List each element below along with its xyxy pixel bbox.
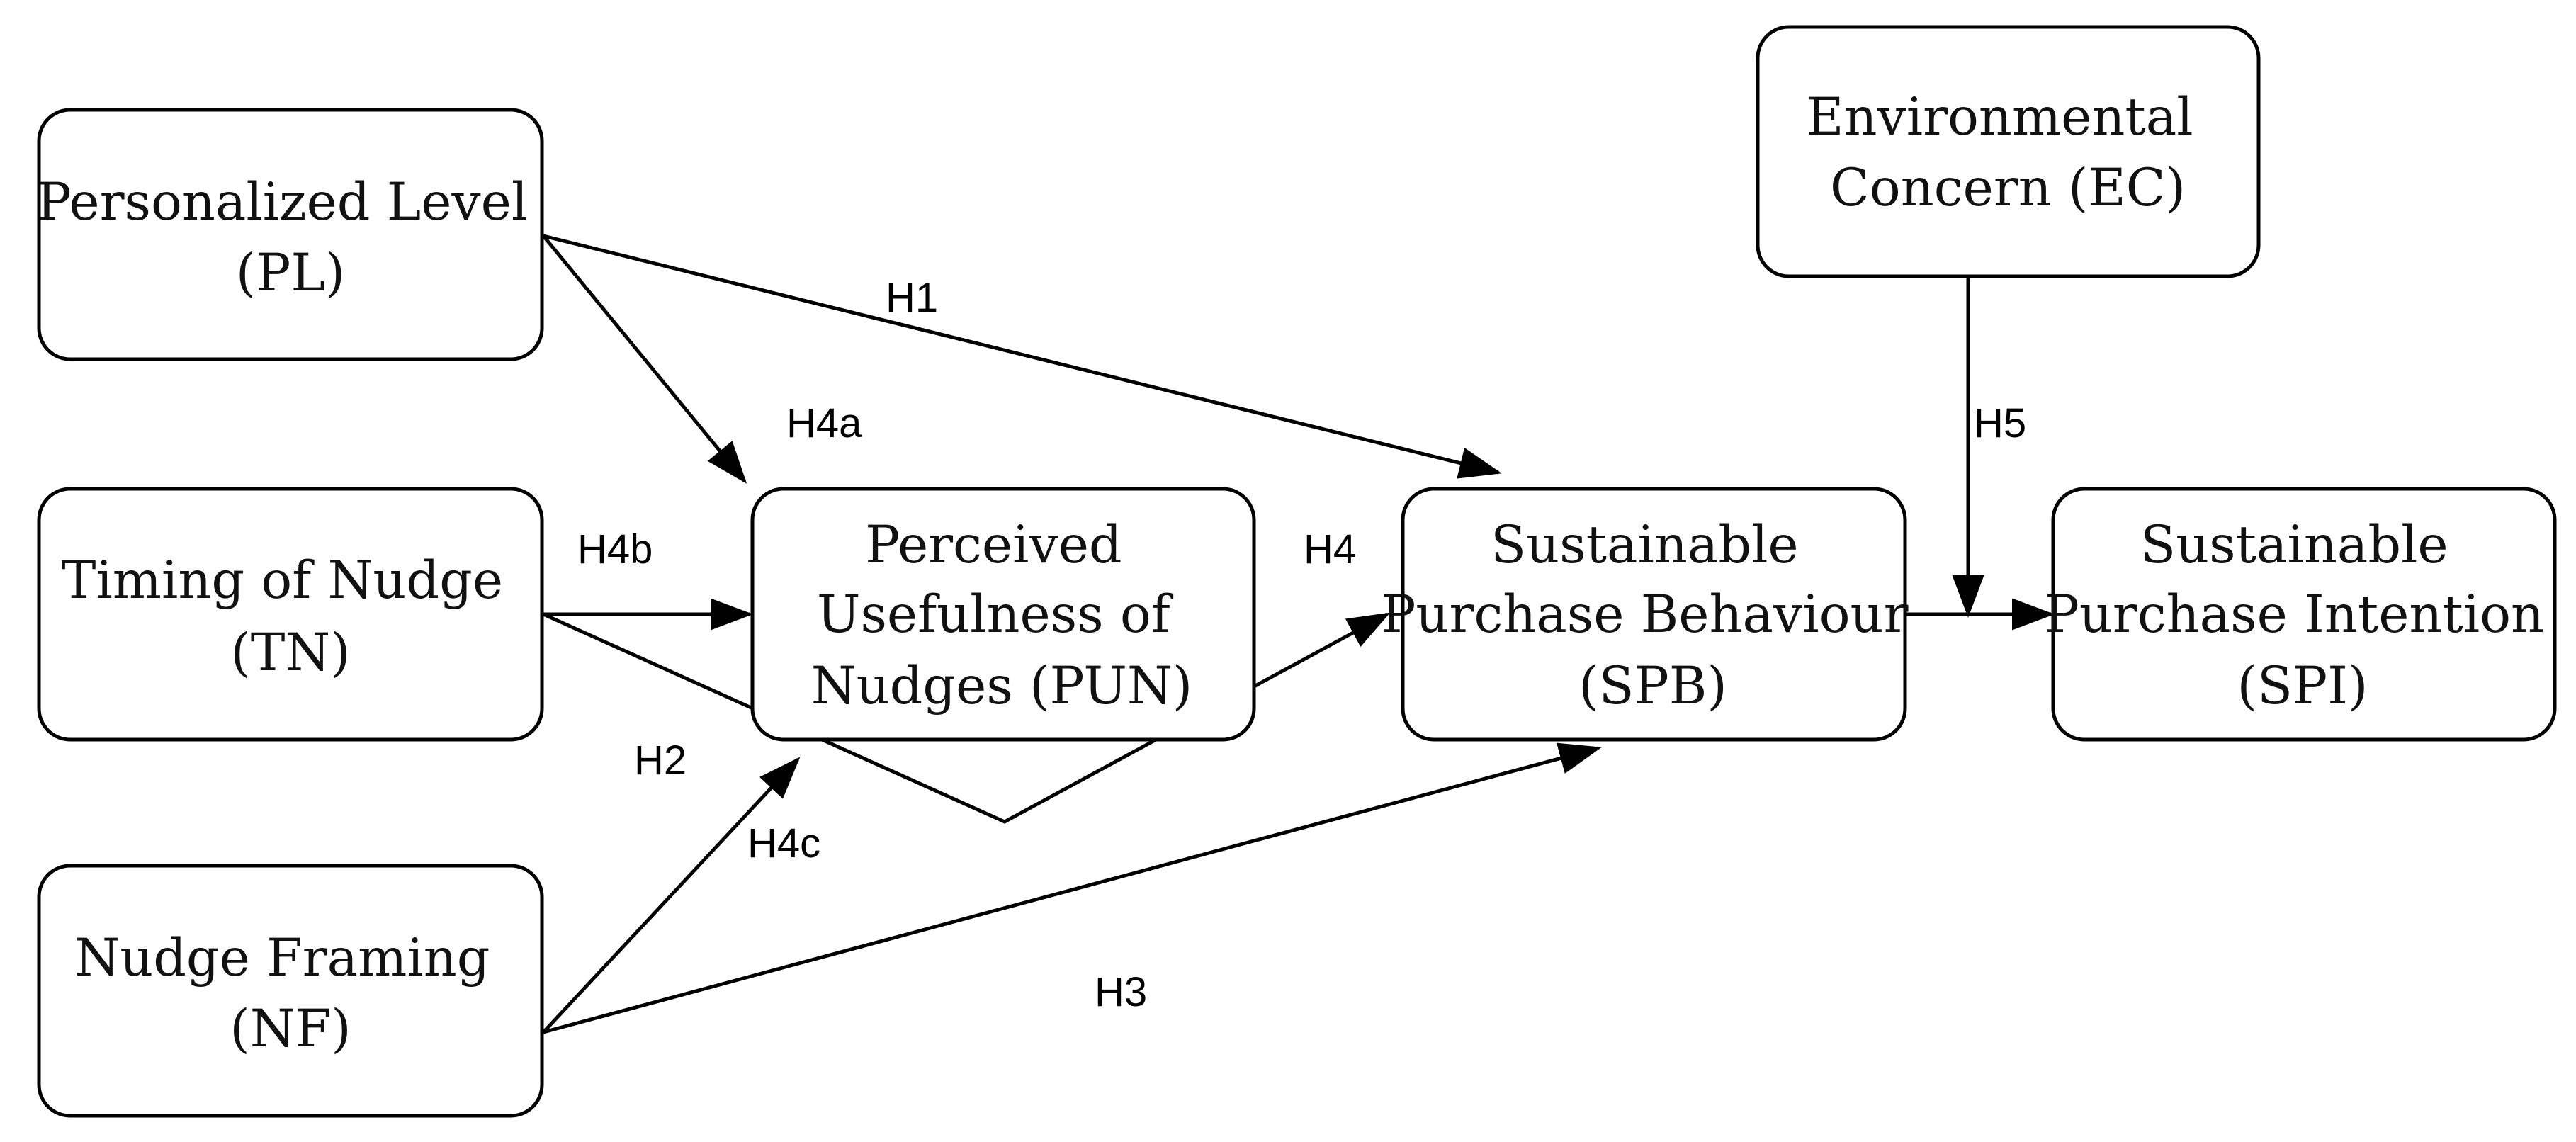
node-label-line: Concern (EC) (1830, 158, 2186, 218)
node-sustainable-purchase-behaviour: Sustainable Purchase Behaviour (SPB) (1381, 487, 1924, 742)
svg-text:Personalized Level (PL): Personalized Level (PL) (37, 172, 545, 303)
node-label-line: Timing of Nudge (62, 550, 503, 611)
node-label-line: Sustainable (2140, 515, 2448, 575)
node-box (37, 864, 544, 1118)
svg-text:Timing of Nudge (TN): Timing of Nudge (TN) (62, 550, 520, 683)
edge-pl-to-spb (543, 234, 1502, 479)
node-box (37, 487, 544, 742)
edge-nf-to-spb (543, 742, 1602, 1034)
edge-label-h5: H5 (1974, 400, 2026, 446)
edges (542, 234, 2055, 1034)
node-label-line: Purchase Behaviour (1381, 584, 1908, 645)
edge-label-h4c: H4c (747, 820, 820, 866)
edge-label-h3: H3 (1095, 969, 1147, 1015)
edge-label-h4a: H4a (786, 400, 862, 446)
node-label-line: Nudge Framing (74, 928, 490, 988)
edge-label-h4: H4 (1304, 526, 1356, 572)
node-label-line: Environmental (1806, 87, 2193, 147)
node-personalized-level: Personalized Level (PL) (37, 108, 545, 361)
svg-text:Environmental Concern (E: Environmental Concern (EC) (1806, 87, 2210, 218)
node-label-line: Nudges (PUN) (811, 656, 1192, 716)
node-label-line: (PL) (236, 243, 346, 303)
node-box (750, 487, 1256, 742)
svg-text:Perceived Usefulness of: Perceived Usefulness of Nudges (PUN) (811, 515, 1192, 716)
svg-text:Sustainable Purchase Beh: Sustainable Purchase Behaviour (SPB) (1381, 515, 1924, 716)
edge-nf-to-pun (542, 757, 801, 1034)
node-label-line: (TN) (230, 623, 351, 683)
node-nudge-framing: Nudge Framing (NF) (37, 864, 544, 1118)
edge-label-h1: H1 (886, 275, 938, 321)
node-label-line: Usefulness of (817, 584, 1174, 645)
svg-text:Sustainable Purchase Int: Sustainable Purchase Intention (SPI) (2045, 515, 2561, 716)
svg-text:Nudge Framing (NF): Nudge Framing (NF) (74, 928, 506, 1059)
node-box (1756, 25, 2261, 278)
edge-label-h4b: H4b (577, 526, 653, 572)
edge-tn-to-spb (542, 612, 1391, 824)
node-label-line: Purchase Intention (2045, 584, 2544, 645)
node-label-line: (SPI) (2237, 656, 2368, 716)
node-timing-of-nudge: Timing of Nudge (TN) (37, 487, 544, 742)
node-environmental-concern: Environmental Concern (EC) (1756, 25, 2261, 278)
node-label-line: (SPB) (1578, 656, 1727, 716)
node-box (2051, 487, 2557, 742)
edge-labels: H1 H4a H4b H4 H2 H4c H3 H5 (577, 275, 2026, 1015)
edge-pl-to-pun (542, 234, 747, 484)
node-sustainable-purchase-intention: Sustainable Purchase Intention (SPI) (2045, 487, 2561, 742)
node-label-line: Personalized Level (37, 172, 529, 232)
node-label-line: Sustainable (1491, 515, 1799, 575)
node-perceived-usefulness-of-nudges: Perceived Usefulness of Nudges (PUN) (750, 487, 1256, 742)
node-label-line: Perceived (865, 515, 1122, 575)
node-box (37, 108, 544, 361)
node-label-line: (NF) (230, 999, 351, 1059)
edge-label-h2: H2 (634, 737, 687, 784)
node-box (1401, 487, 1907, 742)
